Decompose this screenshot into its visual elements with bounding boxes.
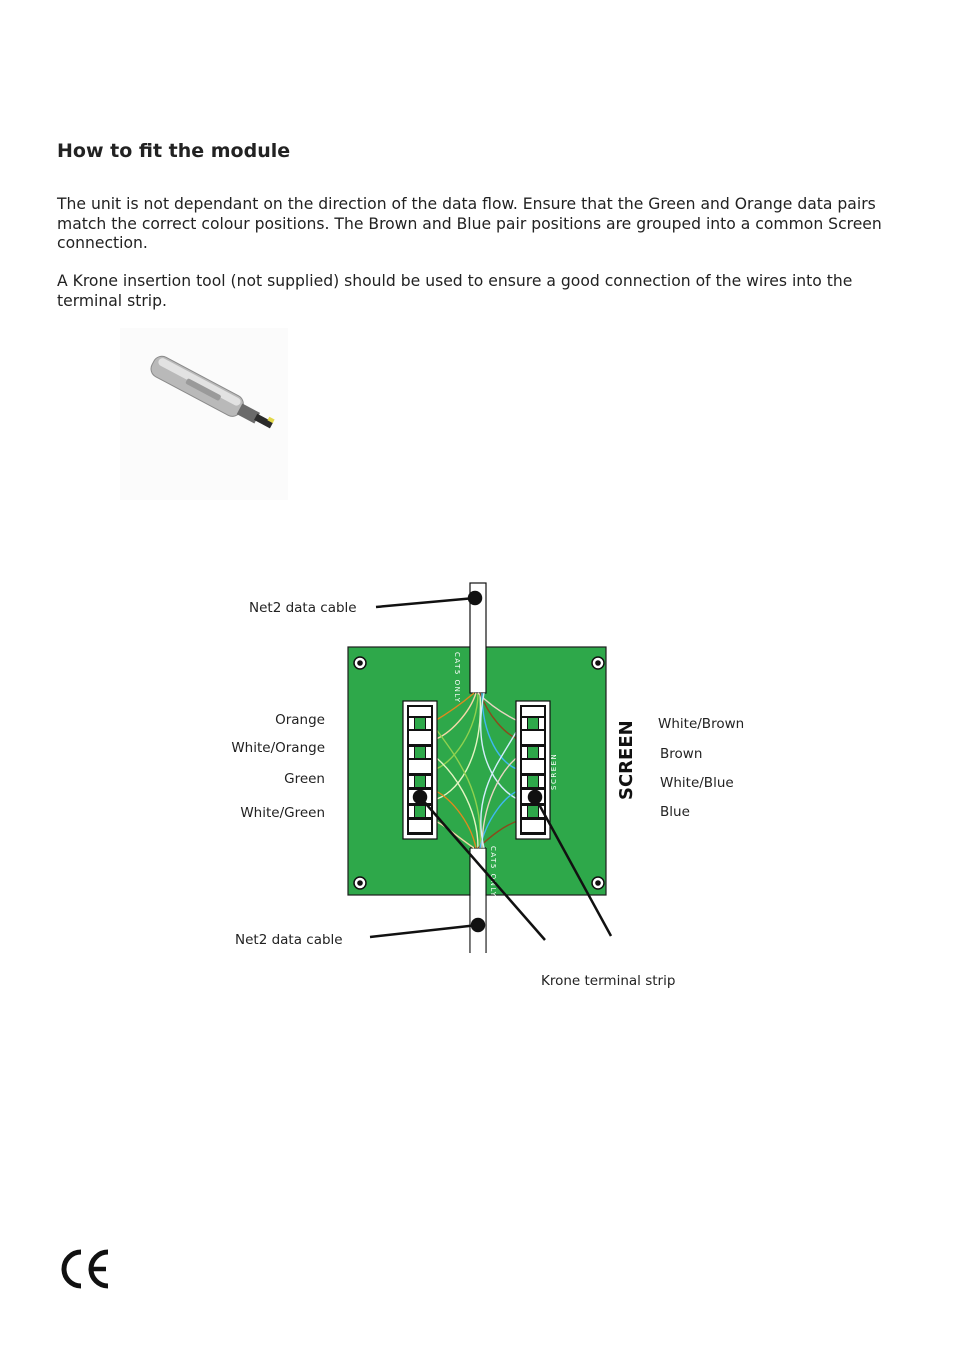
board-text-screen: SCREEN [550,753,558,790]
wire-label-white-orange: White/Orange [231,740,325,756]
wire-label-blue: Blue [660,804,690,820]
board-text-top: CAT5 ONLY [453,652,461,704]
ce-mark-icon [55,1248,113,1290]
strip-label: Krone terminal strip [541,973,675,989]
terminal-strip-left [403,701,437,839]
screen-label: SCREEN [616,720,637,800]
wire-label-brown: Brown [660,746,702,762]
wire-label-orange: Orange [275,712,325,728]
wire-label-white-brown: White/Brown [658,716,744,732]
wire-label-green: Green [284,771,325,787]
terminal-strip-right [516,701,550,839]
cable-label-top: Net2 data cable [249,600,357,616]
wire-label-white-blue: White/Blue [660,775,734,791]
krone-insertion-tool-icon [120,328,288,500]
intro-paragraph: The unit is not dependant on the directi… [57,195,897,254]
wiring-diagram: CAT5 ONLY CAT5 ONLY SCREEN Net2 data cab… [0,560,954,1030]
tool-paragraph: A Krone insertion tool (not supplied) sh… [57,272,897,311]
page-heading: How to fit the module [57,140,290,162]
board-text-bottom: CAT5 ONLY [489,846,497,898]
wire-label-white-green: White/Green [240,805,325,821]
cable-label-bottom: Net2 data cable [235,932,343,948]
